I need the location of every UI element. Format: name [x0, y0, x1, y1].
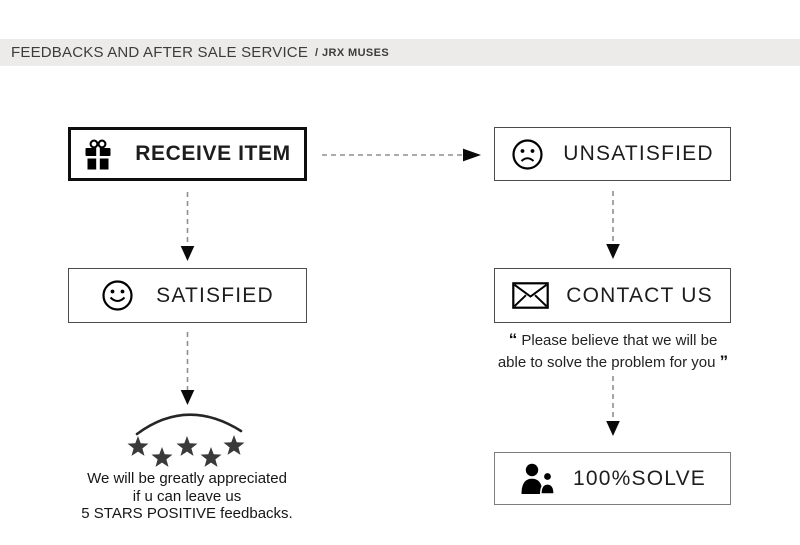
receive-item-box: RECEIVE ITEM	[68, 127, 307, 181]
arrow-quote-to-solve	[606, 376, 620, 436]
contact-us-box: CONTACT US	[494, 268, 731, 323]
caption-line: if u can leave us	[132, 487, 242, 505]
section-header: FEEDBACKS AND AFTER SALE SERVICE / JRX M…	[0, 39, 800, 66]
quote-line: “ Please believe that we will be	[508, 330, 718, 349]
five-stars	[127, 435, 245, 467]
receive-item-label: RECEIVE ITEM	[135, 142, 291, 165]
contact-us-label: CONTACT US	[566, 283, 713, 307]
star-icon	[223, 435, 245, 455]
open-quote-mark: “	[508, 330, 518, 349]
envelope-icon	[512, 282, 550, 309]
unsatisfied-label: UNSATISFIED	[563, 142, 714, 165]
star-icon	[151, 447, 173, 467]
star-icon	[200, 447, 222, 467]
arrow-unsatisfied-to-contact	[606, 191, 620, 259]
reassurance-quote: “ Please believe that we will be able to…	[481, 329, 745, 373]
section-title: FEEDBACKS AND AFTER SALE SERVICE	[11, 44, 309, 61]
sad-face-icon	[511, 138, 544, 171]
smiley-face-icon	[101, 279, 134, 312]
close-quote-mark: ”	[719, 352, 729, 371]
satisfied-box: SATISFIED	[68, 268, 307, 323]
arrow-receive-to-satisfied	[180, 192, 195, 261]
stars-caption: We will be greatly appreciated if u can …	[37, 470, 337, 523]
star-icon	[176, 436, 198, 456]
star-icon	[127, 436, 149, 456]
gift-icon	[84, 139, 112, 170]
solve-box: 100%SOLVE	[494, 452, 731, 505]
solve-label: 100%SOLVE	[573, 466, 706, 490]
people-icon	[519, 463, 557, 495]
satisfied-label: SATISFIED	[156, 283, 274, 307]
arrow-satisfied-to-stars	[180, 332, 195, 405]
unsatisfied-box: UNSATISFIED	[494, 127, 731, 181]
arrow-receive-to-unsatisfied	[322, 148, 481, 162]
quote-line: able to solve the problem for you ”	[497, 352, 729, 371]
stars-arc	[135, 413, 243, 436]
caption-line: We will be greatly appreciated	[87, 470, 287, 487]
caption-line: 5 STARS POSITIVE feedbacks.	[81, 505, 293, 522]
brand-label: / JRX MUSES	[315, 46, 390, 59]
